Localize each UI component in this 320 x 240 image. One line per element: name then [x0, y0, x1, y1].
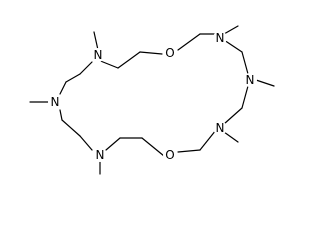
atom-o-bottom: O	[163, 148, 177, 162]
bond	[223, 25, 239, 35]
bond	[241, 51, 249, 75]
atom-n-right: N	[243, 73, 257, 87]
atom-label: N	[51, 95, 60, 109]
atom-label: N	[246, 73, 255, 87]
bond	[223, 39, 243, 53]
atom-label: N	[94, 48, 103, 62]
bond	[177, 33, 201, 51]
bond	[61, 119, 81, 137]
bond-layer	[29, 25, 275, 175]
atom-label: O	[165, 46, 174, 60]
atom-n-top-right: N	[213, 31, 227, 45]
bond	[141, 137, 165, 157]
bond	[177, 149, 201, 153]
bond	[105, 137, 121, 151]
bond	[79, 61, 93, 75]
bond	[97, 59, 119, 69]
atom-layer: O N N N O N N N	[48, 31, 257, 162]
atom-n-left: N	[48, 95, 62, 109]
atom-label: N	[216, 31, 225, 45]
bond	[223, 131, 239, 143]
bond	[255, 79, 275, 87]
bond	[59, 81, 67, 95]
bond	[93, 31, 99, 51]
bond	[139, 51, 163, 55]
bond	[79, 135, 93, 151]
atom-label: N	[216, 121, 225, 135]
bond	[223, 107, 243, 125]
bond	[59, 109, 63, 121]
macrocycle-structure: O N N N O N N N	[29, 25, 275, 175]
bond	[65, 73, 81, 83]
atom-o-top: O	[163, 46, 177, 60]
bond	[199, 129, 217, 151]
atom-n-bottom-right: N	[213, 121, 227, 135]
atom-label: N	[96, 148, 105, 162]
atom-label: O	[165, 148, 174, 162]
atom-n-top-left: N	[91, 48, 105, 62]
bond	[117, 51, 141, 69]
atom-n-bottom-left: N	[93, 148, 107, 162]
bond	[241, 85, 249, 109]
